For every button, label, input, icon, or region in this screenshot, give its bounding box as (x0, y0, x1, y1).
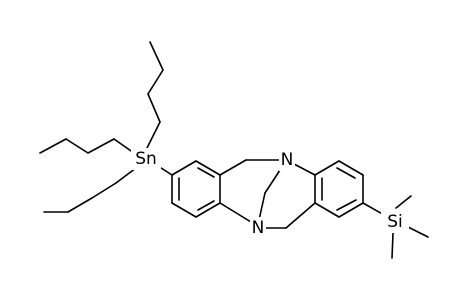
bond (338, 160, 364, 176)
tin-label: Sn (135, 149, 157, 169)
atom-label-nitrogen-top: N (279, 149, 295, 171)
bond (264, 166, 283, 194)
bond (219, 159, 247, 176)
bond (91, 182, 117, 199)
left-benzene-ring (171, 160, 221, 218)
right-benzene-ring (314, 160, 364, 218)
bond (405, 225, 429, 238)
bond (195, 202, 221, 218)
bond (149, 41, 164, 71)
bond (391, 232, 394, 259)
double-bond-inner (197, 167, 215, 178)
bond (65, 138, 89, 154)
bond (293, 163, 316, 176)
bond (115, 167, 137, 184)
bond (285, 202, 316, 229)
bond (219, 202, 252, 223)
bond (113, 138, 135, 154)
nitrogen-label: N (281, 150, 294, 170)
bond (171, 160, 197, 176)
bond (146, 121, 161, 149)
bond (39, 138, 67, 154)
bond (87, 138, 115, 154)
diazocine-bridge (219, 159, 316, 229)
bond (314, 160, 340, 176)
atom-label-tin: Sn (131, 148, 161, 170)
bond (147, 93, 161, 123)
bond (338, 202, 364, 218)
bond (147, 69, 164, 95)
atom-label-silicon: Si (381, 211, 409, 233)
bond (67, 197, 93, 213)
double-bond-inner (336, 199, 357, 211)
double-bond-inner (336, 167, 356, 179)
bond (195, 160, 221, 176)
double-bond-inner (197, 200, 215, 211)
atom-label-nitrogen-bottom: N (250, 217, 266, 239)
silicon-label: Si (387, 212, 403, 232)
bond (314, 202, 340, 218)
bond (171, 202, 197, 218)
tributylstannyl-group (39, 41, 173, 213)
nitrogen-label: N (252, 218, 265, 238)
bond (258, 192, 266, 221)
bond (395, 195, 412, 209)
